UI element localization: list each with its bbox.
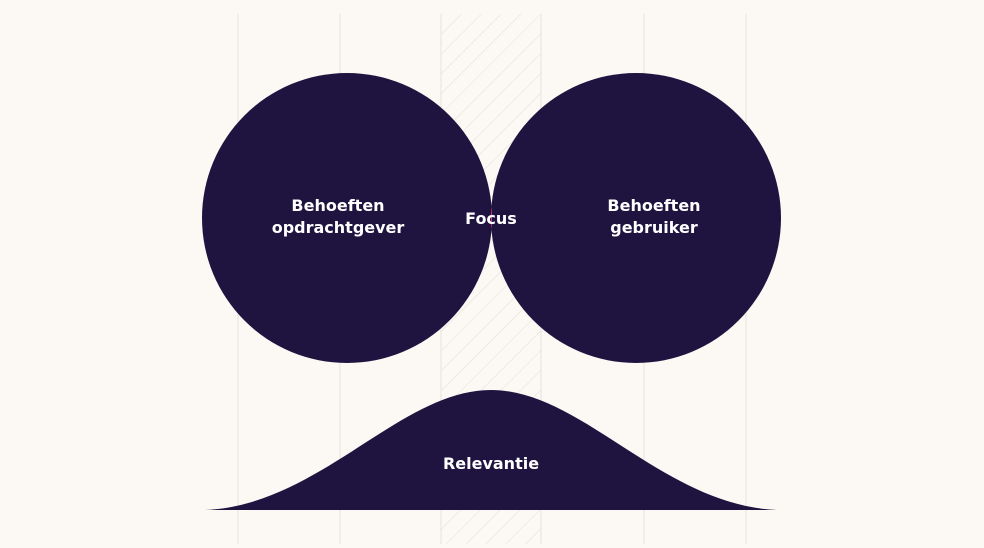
label-needs-client-line2: opdrachtgever [271,218,405,237]
label-needs-client-line1: Behoeften [291,196,385,215]
label-needs-user-line2: gebruiker [610,218,698,237]
label-focus: Focus [441,208,541,230]
relevance-curve [205,390,777,510]
label-relevance-text: Relevantie [442,454,540,473]
circle-right [491,73,781,363]
label-relevance: Relevantie [391,453,591,475]
label-needs-user: Behoeften gebruiker [554,195,754,239]
label-needs-user-line1: Behoeften [607,196,701,215]
label-needs-client: Behoeften opdrachtgever [238,195,438,239]
circle-left [202,73,492,363]
label-focus-text: Focus [465,209,517,228]
